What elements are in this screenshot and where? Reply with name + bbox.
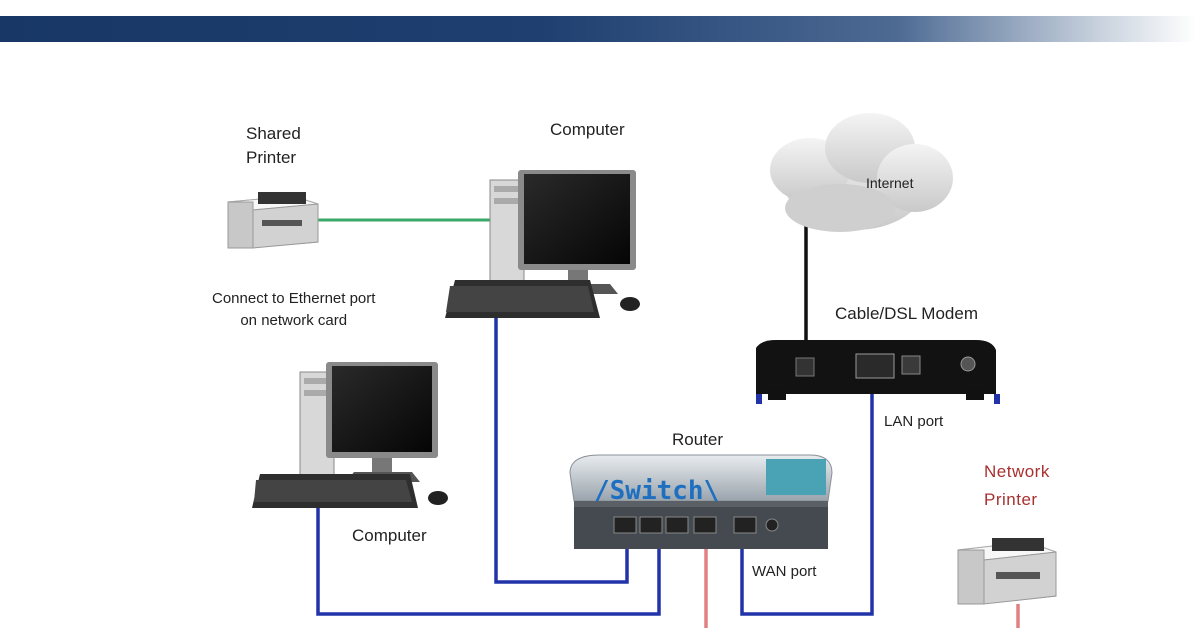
shared-printer-icon	[227, 192, 319, 249]
modem-icon	[756, 340, 1000, 404]
switch-label: /Switch\	[594, 476, 720, 506]
network-printer-icon	[957, 538, 1057, 605]
router-icon	[569, 454, 833, 549]
cables	[316, 218, 1020, 628]
computer-bottom-label: Computer	[352, 526, 427, 545]
router-label: Router	[672, 430, 724, 449]
header-bar	[0, 16, 1196, 42]
internet-label: Internet	[866, 175, 914, 191]
modem-label: Cable/DSL Modem	[835, 304, 978, 323]
cloud-icon	[770, 113, 953, 232]
connect-note-label: Connect to Ethernet port on network card	[212, 290, 376, 329]
desktop-computer-icon-top	[445, 170, 640, 318]
lan-port-label: LAN port	[884, 413, 944, 430]
bottom-computer-cable	[316, 503, 661, 616]
shared-printer-label: Shared Printer	[246, 124, 301, 167]
desktop-computer-icon-bottom	[252, 362, 448, 508]
wan-port-label: WAN port	[752, 563, 817, 580]
wan-cable	[740, 368, 874, 616]
computer-top-label: Computer	[550, 120, 625, 139]
top-computer-cable	[494, 305, 629, 584]
network-printer-label: Network Printer	[984, 462, 1050, 509]
